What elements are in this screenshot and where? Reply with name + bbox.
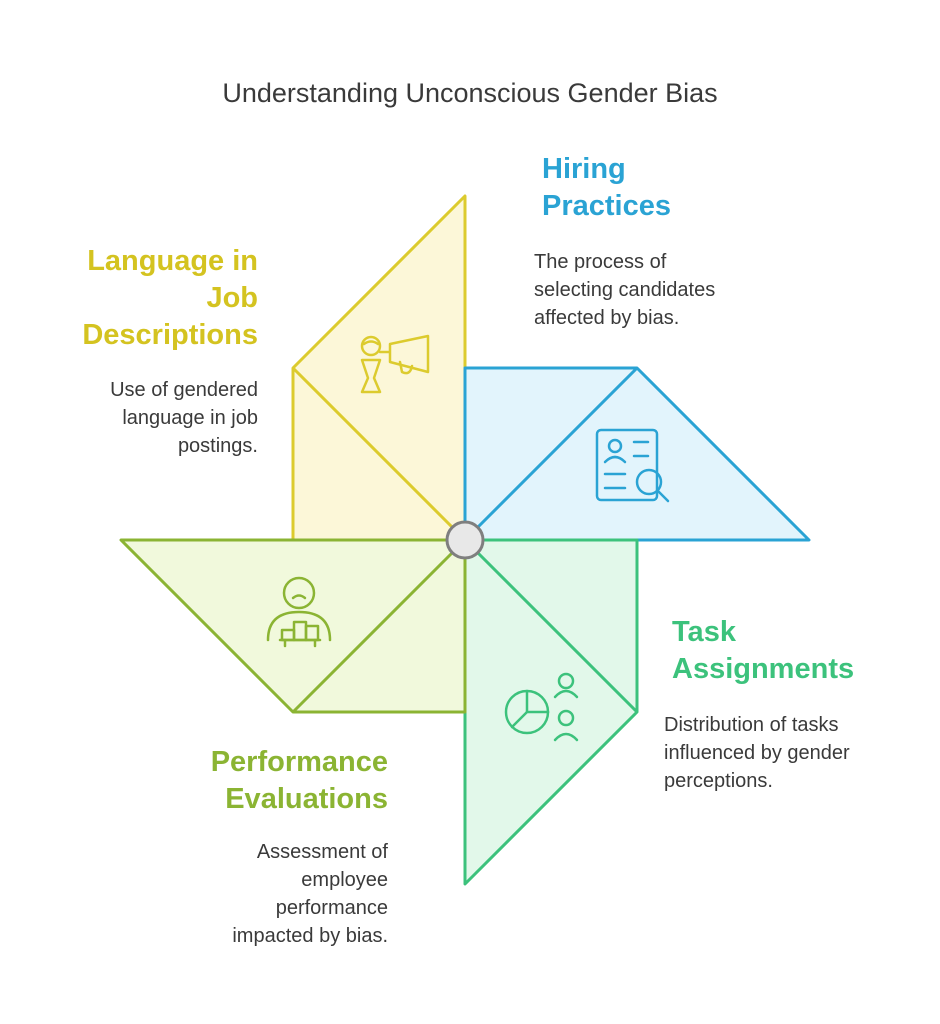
candidate-profile-search-icon <box>595 428 670 503</box>
person-desk-icon <box>266 576 332 648</box>
language-blade <box>291 194 467 542</box>
pinwheel-hub <box>445 520 485 560</box>
task-blade <box>463 538 639 886</box>
hiring-blade <box>463 366 811 542</box>
person-megaphone-icon <box>360 334 430 394</box>
pie-chart-people-icon <box>504 672 579 742</box>
diagram-title: Understanding Unconscious Gender Bias <box>222 78 718 108</box>
